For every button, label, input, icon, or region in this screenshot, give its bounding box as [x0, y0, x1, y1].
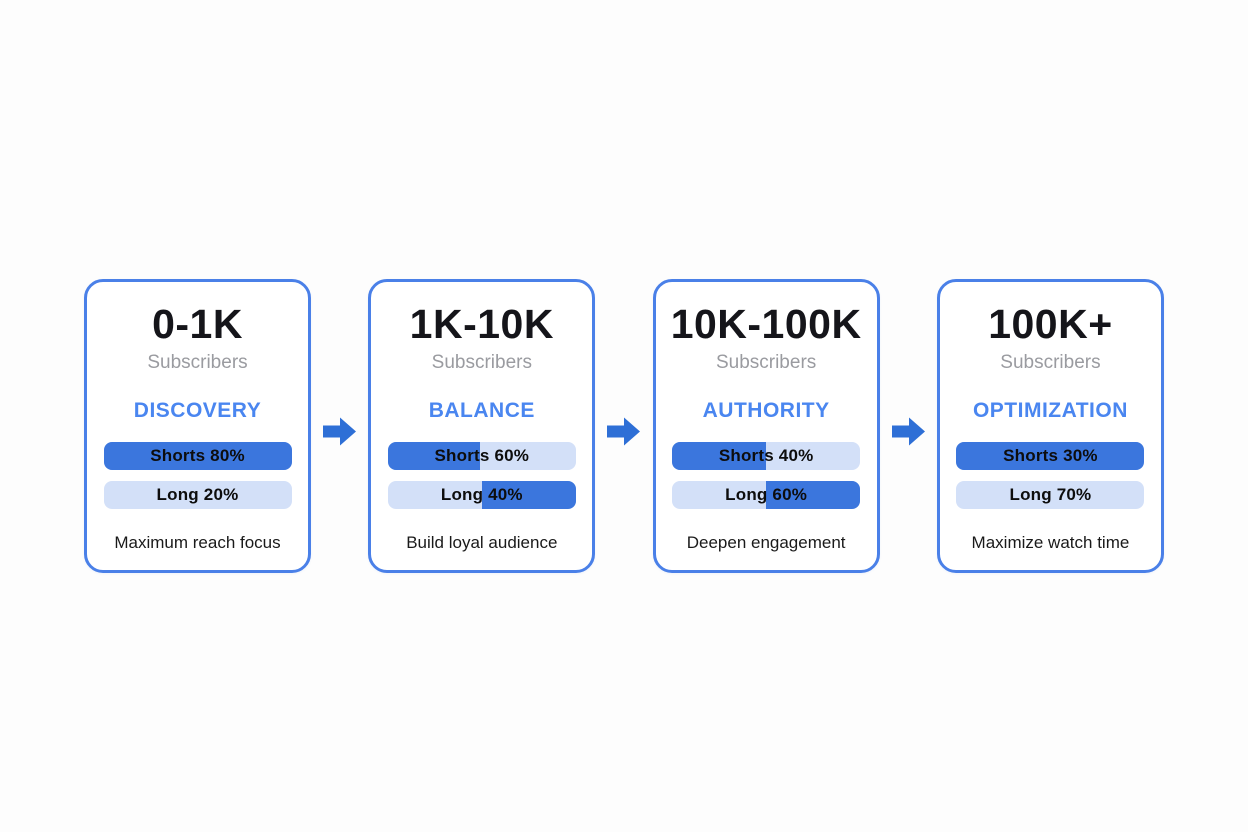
stage-name: AUTHORITY — [702, 399, 830, 423]
long-bar: Long 40% — [387, 481, 576, 510]
content-mix-bars: Shorts 40% Long 60% — [672, 442, 861, 510]
stage-caption: Maximize watch time — [971, 533, 1130, 553]
arrow-right-icon — [607, 415, 641, 448]
subscriber-label: Subscribers — [431, 352, 532, 374]
stage-name: OPTIMIZATION — [972, 399, 1128, 423]
stage-name: DISCOVERY — [133, 399, 262, 423]
content-mix-bars: Shorts 80% Long 20% — [103, 442, 292, 510]
long-bar-label: Long 60% — [725, 485, 808, 505]
shorts-bar: Shorts 40% — [672, 442, 861, 471]
subscriber-label: Subscribers — [1000, 352, 1101, 374]
long-bar: Long 20% — [103, 481, 292, 510]
subscriber-range: 100K+ — [988, 301, 1113, 347]
shorts-bar: Shorts 60% — [387, 442, 576, 471]
shorts-bar-label: Shorts 60% — [434, 446, 530, 466]
long-bar-fill — [481, 481, 576, 510]
stage-caption: Deepen engagement — [686, 533, 846, 553]
arrow-right-icon — [891, 415, 925, 448]
growth-stages-flow: 0-1K Subscribers DISCOVERY Shorts 80% Lo… — [84, 279, 1164, 573]
stage-card-discovery: 0-1K Subscribers DISCOVERY Shorts 80% Lo… — [84, 279, 311, 573]
long-bar-label: Long 70% — [1009, 485, 1092, 505]
shorts-bar-label: Shorts 80% — [150, 446, 245, 466]
subscriber-label: Subscribers — [715, 352, 817, 374]
long-bar-label: Long 40% — [440, 485, 523, 505]
content-mix-bars: Shorts 60% Long 40% — [387, 442, 576, 510]
stage-card-optimization: 100K+ Subscribers OPTIMIZATION Shorts 30… — [936, 279, 1164, 573]
stage-caption: Build loyal audience — [406, 533, 558, 553]
long-bar-label: Long 20% — [156, 485, 239, 505]
shorts-bar-label: Shorts 30% — [1003, 446, 1098, 466]
shorts-bar: Shorts 30% — [956, 442, 1145, 471]
content-mix-bars: Shorts 30% Long 70% — [956, 442, 1145, 510]
subscriber-label: Subscribers — [147, 352, 248, 374]
subscriber-range: 1K-10K — [409, 301, 554, 347]
subscriber-range: 0-1K — [152, 301, 243, 347]
shorts-bar-fill — [956, 442, 1145, 471]
long-bar: Long 60% — [672, 481, 861, 510]
stage-card-balance: 1K-10K Subscribers BALANCE Shorts 60% Lo… — [368, 279, 596, 573]
shorts-bar: Shorts 80% — [103, 442, 292, 471]
stage-name: BALANCE — [428, 399, 535, 423]
shorts-bar-fill — [672, 442, 767, 471]
shorts-bar-label: Shorts 40% — [718, 446, 814, 466]
long-bar: Long 70% — [956, 481, 1145, 510]
stage-caption: Maximum reach focus — [114, 533, 281, 553]
long-bar-fill — [766, 481, 861, 510]
stage-card-authority: 10K-100K Subscribers AUTHORITY Shorts 40… — [652, 279, 880, 573]
arrow-right-icon — [323, 415, 357, 448]
shorts-bar-fill — [103, 442, 292, 471]
subscriber-range: 10K-100K — [670, 301, 862, 347]
shorts-bar-fill — [387, 442, 480, 471]
